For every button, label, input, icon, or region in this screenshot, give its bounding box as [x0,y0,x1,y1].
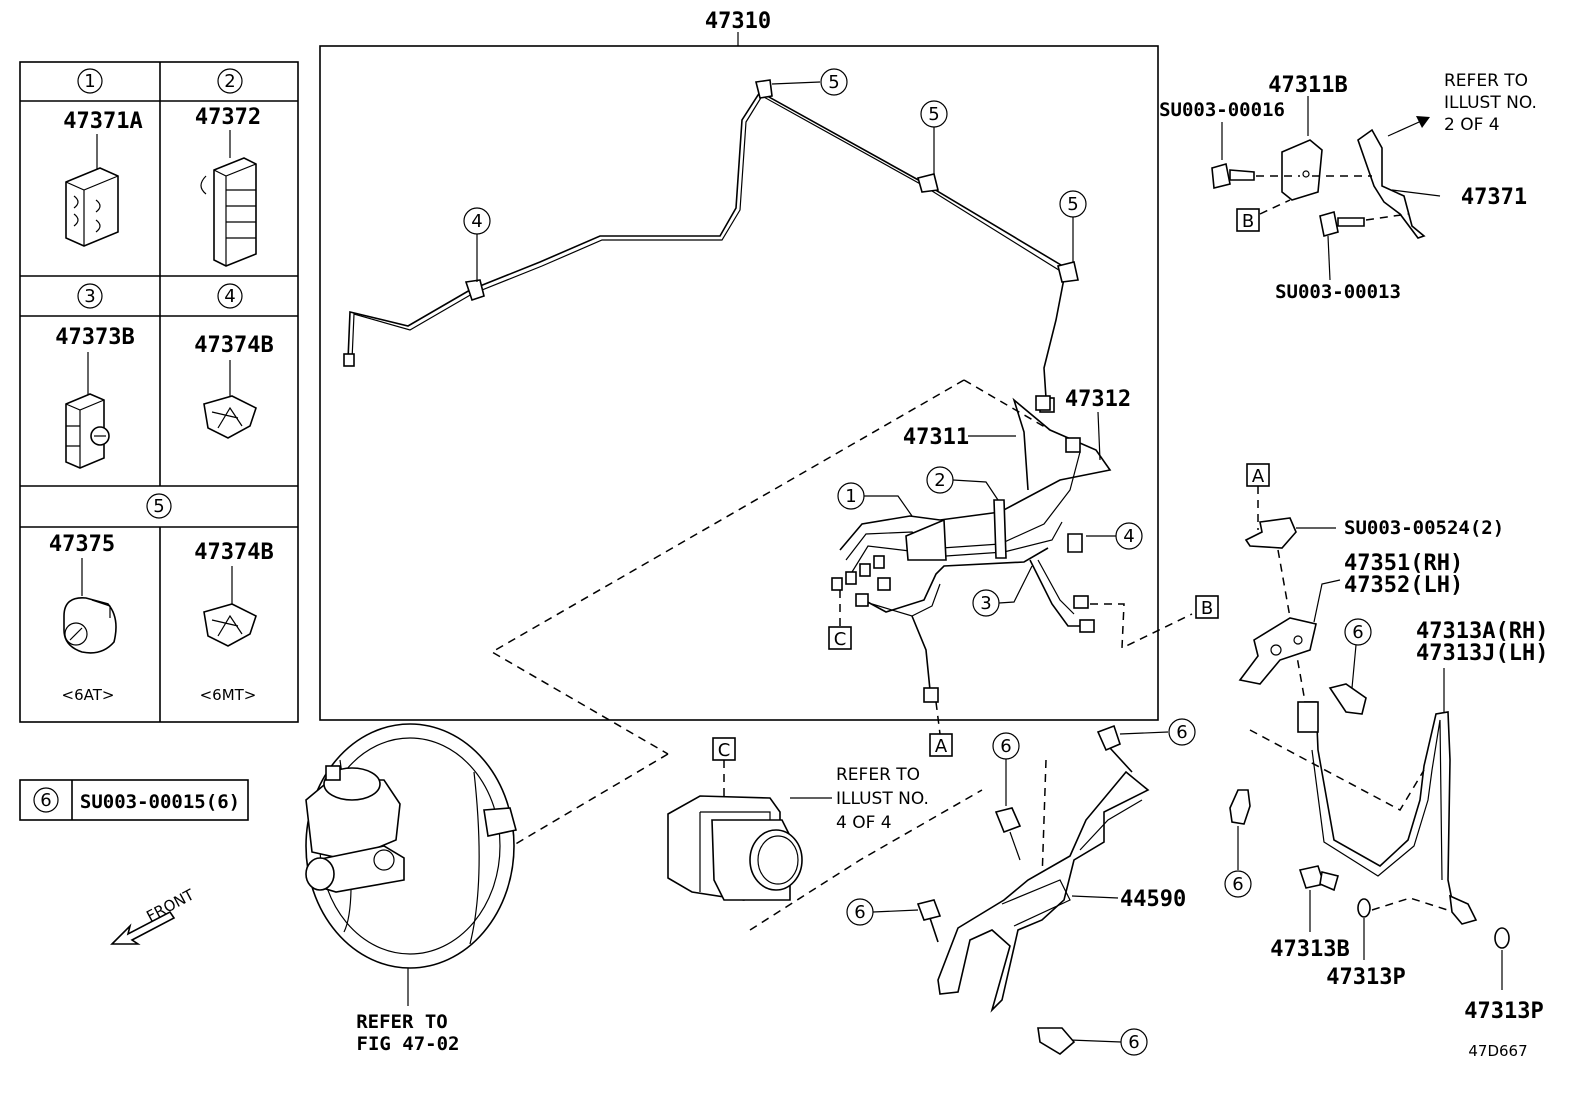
callout-5-a: 5 [828,72,839,93]
callouts-tube-clips: 1 2 3 [837,466,1033,617]
part-47311B-label: 47311B [1268,73,1347,98]
callout-5-c: 5 [1067,194,1078,215]
legend-num-1: 1 [84,71,95,92]
callout-6-right: 6 [1352,622,1363,643]
clip-47375-drawing [63,558,117,654]
ref-a-label: A [935,736,948,757]
flex-hose-47313A: 47313A(RH) 47313J(LH) [1297,619,1548,925]
refer-4of4-line2: ILLUST NO. [836,789,929,809]
clip-47374B-drawing [203,360,257,439]
callout-6-lower-right: 6 [1232,874,1243,895]
ref-a-right-label: A [1252,466,1265,487]
part-47310-label: 47310 [705,9,771,34]
refer-fig-line2: FIG 47-02 [357,1033,460,1055]
refer-2of4-line2: ILLUST NO. [1444,93,1537,113]
callout-6-left: 6 [854,902,865,923]
bracket-44590: 44590 6 6 6 6 [846,718,1196,1056]
callout-2: 2 [934,470,945,491]
part-47313P-label-a: 47313P [1326,965,1405,990]
clip-47373B-drawing [65,352,110,469]
callout-5-b: 5 [928,104,939,125]
callout-6-bottom: 6 [1128,1032,1139,1053]
diagram-id: 47D667 [1468,1042,1527,1060]
clip-47371A-drawing [65,134,119,247]
callout-4-b: 4 [1123,526,1134,547]
part-su003-00013-label: SU003-00013 [1275,281,1401,303]
callout-4-group: 4 4 [463,207,1143,550]
refer-4of4-line1: REFER TO [836,765,920,785]
refer-2of4-line1: REFER TO [1444,71,1528,91]
bracket-47351: 47351(RH) 47352(LH) [1238,551,1463,685]
projection-lines [490,379,1461,931]
part-47311-label: 47311 [903,425,969,450]
part-47374B-label-2: 47374B [194,540,273,565]
legend-num-6: 6 [40,790,51,811]
note-6mt: <6MT> [200,686,257,704]
part-47371-label: 47371 [1461,185,1527,210]
callout-1: 1 [845,486,856,507]
union-bolt-47313B: 47313B 47313P 47313P [1270,865,1544,1024]
callout-6-center: 6 [1000,736,1011,757]
bracket-47311B-assembly: 47311B SU003-00016 47371 SU003-00013 B [1159,73,1527,303]
clip-47372-drawing [200,130,257,267]
legend-num-3: 3 [84,286,95,307]
brake-line-harness [343,79,1079,413]
brake-tube-bundle [831,395,1112,703]
legend-bolt-box: 6 SU003-00015(6) [19,779,249,821]
ref-b-label: B [1201,598,1213,619]
part-47352-label: 47352(LH) [1344,573,1463,598]
callout-3: 3 [980,593,991,614]
part-47372-label: 47372 [195,105,261,130]
part-47374B-label: 47374B [194,333,273,358]
refer-fig-line1: REFER TO [356,1011,448,1033]
callout-5-group: 5 5 5 [771,68,1087,262]
part-47373B-label: 47373B [55,325,134,350]
ref-a-bottom: A [929,701,953,757]
part-47375-label: 47375 [49,532,115,557]
note-6at: <6AT> [62,686,115,704]
bolt-6-lower-right: 6 [1224,789,1252,898]
brake-booster-master-cylinder [305,723,517,1006]
legend-table: 1 2 3 4 5 47371A 47372 47373B 47374B 473… [19,61,299,723]
callout-6-top: 6 [1176,722,1187,743]
assembly-47310-frame [319,45,1159,721]
clip-su003-00524: SU003-00524(2) [1244,517,1504,549]
legend-num-5: 5 [153,496,164,517]
ref-c-label: C [834,629,847,650]
refer-4of4-line3: 4 OF 4 [836,813,892,833]
part-47313B-label: 47313B [1270,937,1349,962]
ref-c-inner: C [828,590,852,650]
legend-num-2: 2 [224,71,235,92]
part-47351-label: 47351(RH) [1344,551,1463,576]
clip-47374B-6mt-drawing [203,566,257,647]
part-44590-label: 44590 [1120,887,1186,912]
part-47371A-label: 47371A [63,109,142,134]
abs-actuator: C [667,737,832,901]
part-47312-label: 47312 [1065,387,1131,412]
ref-c-actuator-label: C [718,740,731,761]
part-su003-00524-label: SU003-00524(2) [1344,517,1504,539]
ref-a-right: A [1246,463,1270,487]
part-47313P-label-b: 47313P [1464,999,1543,1024]
part-47313J-label: 47313J(LH) [1416,641,1548,666]
bolt-6-right: 6 [1328,618,1372,715]
ref-b-upper-label: B [1242,211,1254,232]
callout-4-a: 4 [471,211,482,232]
legend-num-4: 4 [224,286,235,307]
part-su003-00015-label: SU003-00015(6) [80,791,240,813]
ref-b-right: B [1195,595,1219,619]
part-47313A-label: 47313A(RH) [1416,619,1548,644]
part-su003-00016-label: SU003-00016 [1159,99,1285,121]
front-direction-arrow: FRONT [110,885,198,945]
refer-2of4-line3: 2 OF 4 [1444,115,1500,135]
